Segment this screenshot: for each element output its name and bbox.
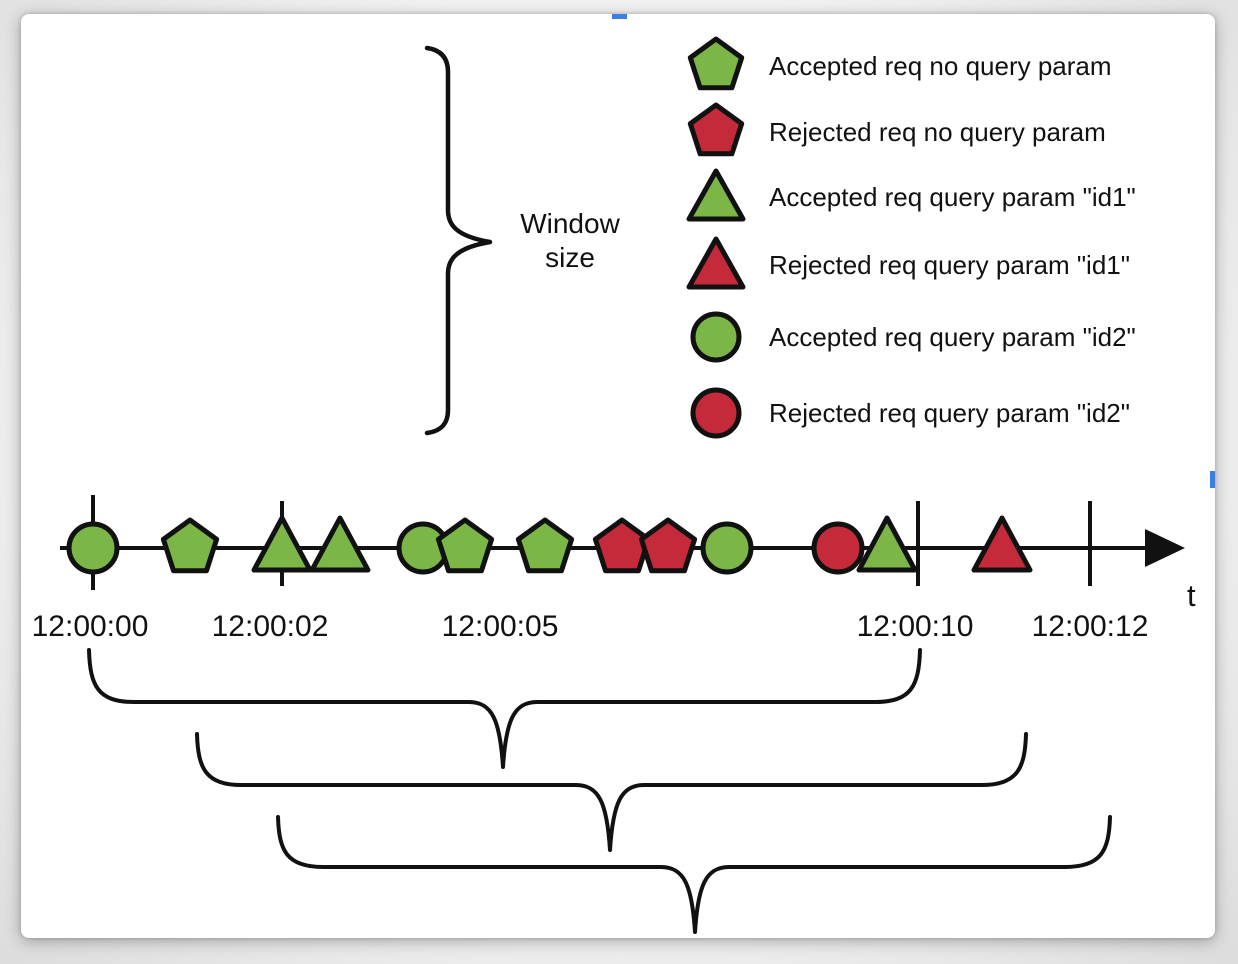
sliding-window-brace [195,732,1028,852]
legend-label: Rejected req no query param [769,117,1106,147]
timeline-time-label: 12:00:10 [857,610,974,643]
window-size-label-line2: size [545,242,595,273]
window-size-brace [424,45,493,436]
legend-label: Accepted req query param "id2" [769,322,1136,352]
timeline-marker-circle-accepted [700,521,754,575]
timeline-marker-pentagon-rejected [638,517,698,574]
timeline-ticks [91,495,1092,590]
timeline-marker-circle-accepted [66,521,120,575]
selection-handle-right [1210,471,1215,488]
diagram-svg: Window size Accepted req no query paramR… [32,14,1215,934]
legend-label: Rejected req query param "id2" [769,398,1130,428]
timeline-time-label: 12:00:02 [212,610,329,643]
legend-circle-rejected-icon [690,387,742,439]
timeline-arrowhead-icon [1145,529,1185,567]
sliding-window-braces [87,648,1112,934]
selection-handle-top [612,14,627,19]
timeline-marker-triangle-accepted [251,515,313,573]
legend-circle-accepted-icon [690,311,742,363]
sliding-window-brace [276,815,1112,934]
legend-label: Rejected req query param "id1" [769,250,1130,280]
timeline-marker-triangle-accepted [309,515,371,573]
legend-triangle-accepted-icon [686,168,746,222]
window-size-label-line1: Window [520,208,620,239]
sliding-window-brace [87,648,922,769]
timeline-marker-pentagon-accepted [515,517,575,574]
timeline-markers [66,515,1033,575]
legend-pentagon-rejected-icon [687,102,745,157]
timeline-time-label: 12:00:12 [1032,610,1149,643]
legend-pentagon-accepted-icon [687,36,745,91]
timeline-marker-circle-rejected [811,521,865,575]
timeline-marker-pentagon-rejected [592,517,652,574]
timeline-tick-labels: 12:00:00 12:00:02 12:00:05 12:00:10 12:00:12 [32,610,1149,643]
timeline-time-label: 12:00:05 [442,610,559,643]
timeline-marker-triangle-rejected [971,515,1033,573]
timeline-time-label: 12:00:00 [32,610,149,643]
timeline-marker-triangle-accepted [856,515,918,573]
legend-label: Accepted req query param "id1" [769,182,1136,212]
timeline-marker-pentagon-accepted [435,517,495,574]
legend-label: Accepted req no query param [769,51,1112,81]
timeline-marker-pentagon-accepted [160,517,220,574]
time-axis-label: t [1187,578,1196,613]
legend-triangle-rejected-icon [686,236,746,290]
